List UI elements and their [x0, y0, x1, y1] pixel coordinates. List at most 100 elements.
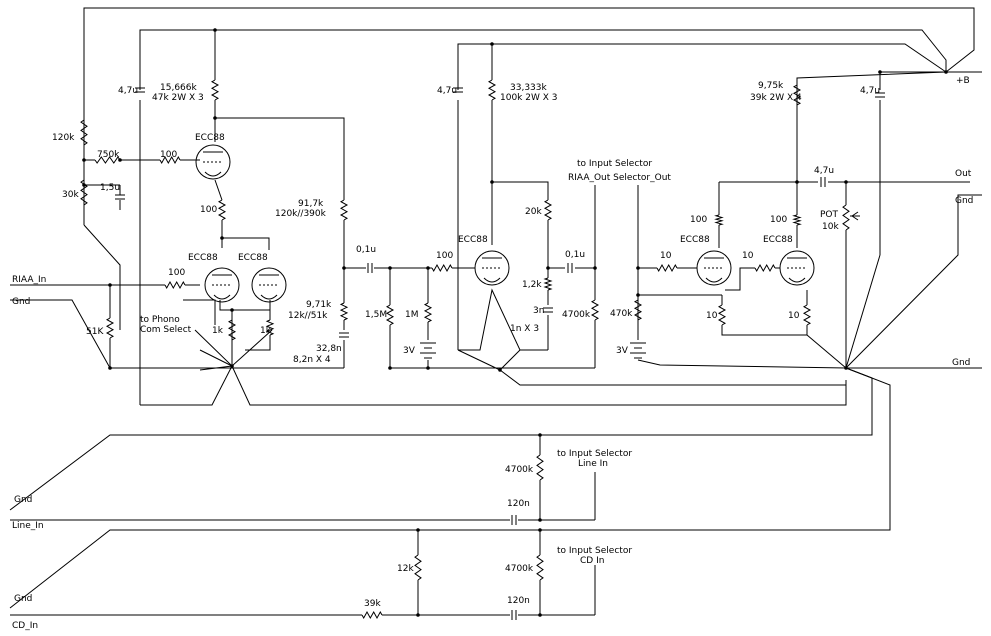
- label-cd-r12k: 12k: [397, 564, 414, 574]
- label-s3-rplate-desc: 39k 2W X 4: [750, 93, 802, 103]
- label-gnd-cd: Gnd: [14, 594, 32, 604]
- r-s2-20k-resistor: [543, 199, 553, 221]
- label-s2-c1n: 1n X 3: [510, 324, 539, 334]
- label-s1-r750k: 750k: [97, 150, 120, 160]
- label-cd-r39k: 39k: [364, 599, 381, 609]
- junction-dot: [538, 528, 542, 532]
- label-s1-tube-bl: ECC88: [188, 253, 218, 263]
- label-s3-tube-a: ECC88: [680, 235, 710, 245]
- junction-dot: [342, 266, 346, 270]
- junction-dot: [795, 180, 799, 184]
- label-gnd-right: Gnd: [952, 358, 970, 368]
- junction-dot: [844, 366, 848, 370]
- c-s3-dec-capacitor: [875, 92, 885, 98]
- label-out: Out: [955, 169, 972, 179]
- label-s1-r1k-b: 1k: [260, 326, 272, 336]
- label-s2-c3n: 3n: [533, 306, 544, 316]
- label-s1-r917-val: 91,7k: [298, 199, 324, 209]
- r-s1-917k-resistor: [339, 199, 349, 221]
- junction-dot: [416, 528, 420, 532]
- junction-dot: [426, 266, 430, 270]
- label-s1-r917-desc: 120k//390k: [275, 209, 327, 219]
- label-cd-in: CD_In: [12, 621, 38, 631]
- r-s3-pot-resistor: [842, 204, 850, 231]
- r-s1-971k-resistor: [339, 302, 349, 321]
- r-s2-100-resistor: [431, 263, 453, 273]
- c-s1-15u-capacitor: [115, 194, 125, 200]
- label-cd-r4700k: 4700k: [505, 564, 534, 574]
- label-line-in: Line_In: [12, 521, 44, 531]
- r-s3-10-k-a-resistor: [717, 304, 727, 326]
- label-bplus: +B: [956, 76, 970, 86]
- label-s2-r1m: 1M: [405, 310, 419, 320]
- r-s2-12k-resistor: [543, 277, 553, 291]
- c-s1-dec-capacitor: [135, 87, 145, 93]
- r-s1-1k-a-resistor: [227, 319, 237, 341]
- label-gnd-out: Gnd: [955, 196, 973, 206]
- r-s3-10-grid-b-resistor: [754, 263, 776, 273]
- label-s1-r971-val: 9,71k: [306, 300, 332, 310]
- label-s2-rplate-desc: 100k 2W X 3: [500, 93, 558, 103]
- c-s2-01-in-capacitor: [367, 263, 373, 273]
- label-s3-pot-val: POT: [820, 210, 839, 220]
- r-s1-100-in-resistor: [164, 280, 186, 290]
- r-s2-plate-resistor: [487, 79, 497, 101]
- junction-dot: [213, 28, 217, 32]
- junction-dot: [498, 368, 502, 372]
- label-s2-r15m: 1,5M: [365, 310, 387, 320]
- label-s3-r100-b: 100: [770, 215, 787, 225]
- battery-stage3: [630, 342, 646, 359]
- r-s3-100-b-resistor: [792, 214, 802, 226]
- note-phono-1: to Phono: [140, 315, 180, 325]
- label-s1-c15u: 1,5u: [100, 183, 120, 193]
- tube-stage2: [474, 250, 510, 286]
- junction-dot: [944, 70, 948, 74]
- tube-stage3-right: [779, 250, 815, 286]
- junction-dot: [108, 366, 112, 370]
- label-s3-cout: 4,7u: [814, 166, 834, 176]
- junction-dot: [878, 70, 882, 74]
- c-cd-120n-capacitor: [511, 610, 517, 620]
- r-s3-10-k-b-resistor: [802, 304, 812, 326]
- capacitors: [115, 87, 885, 620]
- label-s1-r1k-a: 1k: [212, 326, 224, 336]
- label-gnd-line: Gnd: [14, 495, 32, 505]
- labels: +B Out Gnd Gnd RIAA_In Gnd Gnd Line_In G…: [12, 76, 973, 631]
- r-cd-12k-resistor: [414, 554, 422, 581]
- label-s3-cdec: 4,7u: [860, 86, 880, 96]
- junction-dot: [213, 116, 217, 120]
- junction-dot: [636, 293, 640, 297]
- label-s1-rplate-val: 15,666k: [160, 83, 197, 93]
- label-s2-rplate-val: 33,333k: [510, 83, 547, 93]
- wires: [9, 7, 982, 616]
- label-s2-r100: 100: [436, 251, 453, 261]
- junction-dot: [538, 433, 542, 437]
- label-s2-r12k: 1,2k: [522, 280, 542, 290]
- label-cd-c120n: 120n: [507, 596, 530, 606]
- label-s3-tube-b: ECC88: [763, 235, 793, 245]
- label-line-r4700k: 4700k: [505, 465, 534, 475]
- label-riaa-in: RIAA_In: [12, 275, 46, 285]
- label-s2-c01-in: 0,1u: [356, 245, 376, 255]
- label-s2-batt: 3V: [403, 346, 416, 356]
- junction-dot: [220, 236, 224, 240]
- junction-dot: [636, 266, 640, 270]
- r-s1-120k-resistor: [80, 119, 88, 146]
- note-line-sel-1: to Input Selector: [557, 449, 632, 459]
- junction-dot: [82, 158, 86, 162]
- r-s3-100-a-resistor: [714, 214, 724, 226]
- label-s1-cdec: 4,7u: [118, 86, 138, 96]
- label-s1-r120k: 120k: [52, 133, 75, 143]
- tubes: [195, 144, 859, 303]
- label-s1-r30k: 30k: [62, 190, 79, 200]
- junction-dot: [108, 283, 112, 287]
- label-s1-tube-top: ECC88: [195, 133, 225, 143]
- r-s1-51k-resistor: [105, 317, 115, 339]
- label-s1-r971-desc: 12k//51k: [288, 311, 328, 321]
- label-s1-r100-in: 100: [168, 268, 185, 278]
- label-s2-r20k: 20k: [525, 207, 542, 217]
- label-line-c120n: 120n: [507, 499, 530, 509]
- r-s1-100-mid-resistor: [217, 199, 227, 221]
- pot-wiper-icon: [851, 211, 859, 221]
- label-s3-r10-k-a: 10: [706, 311, 718, 321]
